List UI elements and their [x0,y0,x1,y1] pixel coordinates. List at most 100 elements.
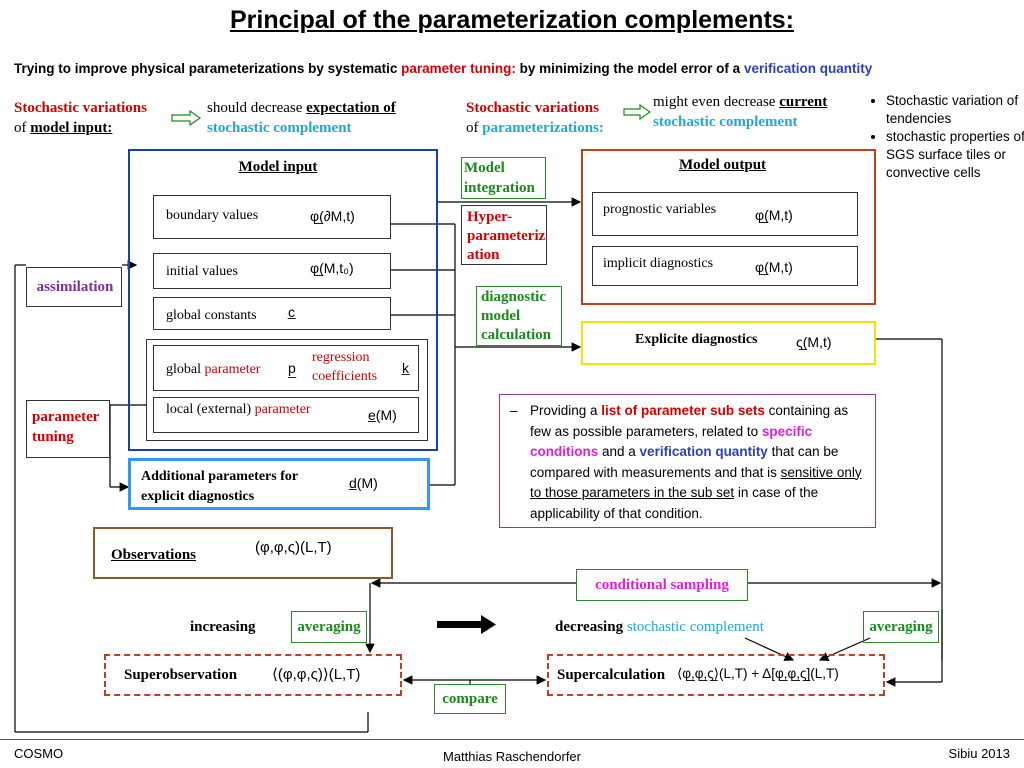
implicit-diagnostics-formula: φ̲(M,t) [755,259,793,275]
subtitle-part3: by minimizing the model error of a [515,61,744,76]
local-parameter-formula: e̲(M) [368,407,397,423]
bullet-item: Stochastic variation of tendencies [886,92,1024,128]
regression-coefficients-formula: k̲ [402,360,409,376]
footer-right: Sibiu 2013 [948,746,1010,761]
explicit-diagnostics-label: Explicite diagnostics [635,332,758,347]
footer-left: COSMO [14,746,64,761]
conditional-sampling-label: conditional sampling [595,577,729,593]
global-parameter-formula: p̲ [288,360,296,376]
left-header-left: Stochastic variations of model input: [14,98,147,138]
left-header-stochastic-complement: stochastic complement [207,120,352,136]
averaging-right-box: averaging [863,611,939,643]
mid-header-parameterizations: parameterizations: [482,120,604,136]
initial-values-label: initial values [166,264,238,279]
local-parameter-label: local (external) parameter [166,402,311,418]
decreasing-label: decreasing stochastic complement [555,619,764,636]
assimilation-label: assimilation [36,279,114,295]
supercalculation-formula: ⟨φ̲,φ̲,ς̲⟩(L,T) + Δ[φ̲,φ̲,ς̲](L,T) [677,666,839,681]
local-parameter-prefix: local (external) [166,402,255,417]
local-parameter-emph: parameter [254,402,311,417]
diagnostic-calculation-label: diagnostic model calculation [481,289,551,343]
boundary-values-box: boundary values φ̲(∂M,t) [153,195,391,239]
additional-parameters-formula: d̲(M) [349,475,378,491]
left-header-should: should decrease [207,100,307,116]
boundary-values-label: boundary values [166,208,259,223]
info-parameter-sub-sets: list of parameter sub sets [601,403,765,418]
info-text-1: Providing a [530,403,602,418]
superobservation-box: Superobservation ⟨(φ,φ,ς)⟩(L,T) [104,654,402,696]
increasing-label: increasing [190,619,256,635]
global-parameter-label: global parameter [166,362,260,378]
footer-divider [0,739,1024,740]
left-header-model-input: model input: [30,120,113,136]
decreasing-g: g [615,619,624,635]
decreasing-emph: stochastic complement [623,619,764,635]
info-specific-conditions: specific conditions [530,423,813,460]
left-header-line1: Stochastic variations [14,100,147,116]
footer-author: Matthias Raschendorfer [442,749,581,764]
prognostic-variables-box: prognostic variables φ̲(M,t) [592,192,858,236]
mid-header-right: might even decrease current stochastic c… [653,92,827,132]
implicit-diagnostics-label: implicit diagnostics [603,256,714,271]
info-text-3: containing as few as possible parameters… [530,403,849,439]
info-text-9: in case of the applicability of that con… [530,485,819,521]
implicit-diagnostics-box: implicit diagnostics φ̲(M,t) [592,246,858,286]
info-sensitive: sensitive only to those parameters in th… [530,464,862,501]
averaging-left-box: averaging [291,611,367,643]
additional-parameters-box: Additional parameters for explicit diagn… [128,458,430,510]
info-dash: – [510,403,518,418]
explicit-diagnostics-formula: ς̲(M,t) [796,334,832,350]
compare-box: compare [434,684,506,714]
observations-formula: (φ,φ,ς)(L,T) [255,539,332,556]
local-parameter-box: local (external) parameter e̲(M) [153,397,419,433]
observations-label: Observations [111,547,197,563]
subtitle-part1: Trying to improve physical parameterizat… [14,61,402,76]
subtitle-verification-quantity: verification quantity [743,61,873,76]
prognostic-variables-label: prognostic variables [603,202,717,217]
model-output-title: Model output [678,157,767,173]
model-output-box [581,149,876,305]
page-title: Principal of the parameterization comple… [229,6,794,34]
mid-header-left: Stochastic variations of parameterizatio… [466,98,604,138]
conditional-sampling-box: conditional sampling [576,569,748,601]
superobservation-label: Superobservation [124,667,238,683]
averaging-right-label: averaging [869,619,933,635]
explicit-diagnostics-box: Explicite diagnostics ς̲(M,t) [581,321,876,365]
supercalculation-label: Supercalculation [557,667,666,683]
global-parameter-emph: parameter [204,362,261,377]
mid-header-line1: Stochastic variations [466,100,599,116]
left-header-expectation: expectation of [306,100,396,116]
assimilation-box: assimilation [26,267,122,307]
info-text-7: that can be compared with measurements a… [530,444,839,480]
averaging-left-label: averaging [297,619,361,635]
supercalculation-box: Supercalculation ⟨φ̲,φ̲,ς̲⟩(L,T) + Δ[φ̲,… [547,654,885,696]
subtitle-parameter-tuning: parameter tuning: [401,61,516,76]
global-constants-label: global constants [166,308,257,323]
regression-coefficients-label: regression coefficients [312,350,378,384]
global-constants-formula: c̲ [288,304,295,320]
left-header-right: should decrease expectation of stochasti… [207,98,396,138]
left-header-of: of [14,120,31,136]
model-integration-box: Model integration [461,157,546,199]
mid-header-current: current [779,94,828,110]
hyper-parameterization-label: Hyper-parameterization [467,209,546,263]
additional-parameters-label: Additional parameters for explicit diagn… [141,469,298,504]
info-verification-quantity: verification quantity [639,444,768,459]
model-integration-label: Model integration [464,160,535,196]
prognostic-variables-formula: φ̲(M,t) [755,207,793,223]
observations-box: Observations (φ,φ,ς)(L,T) [93,527,393,579]
hyper-parameterization-box: Hyper-parameterization [461,205,547,265]
parameter-tuning-label: parameter tuning [32,409,100,445]
model-input-title: Model input [238,159,318,175]
info-box: – Providing a list of parameter sub sets… [499,394,876,528]
superobservation-formula: ⟨(φ,φ,ς)⟩(L,T) [272,666,361,683]
subtitle: Trying to improve physical parameterizat… [14,61,872,76]
parameter-tuning-box: parameter tuning [26,400,110,458]
mid-header-of: of [466,120,483,136]
model-input-box [128,149,438,451]
bullet-item: stochastic properties of SGS surface til… [886,128,1024,182]
mid-header-stochastic-complement: stochastic complement [653,114,798,130]
diagnostic-calculation-box: diagnostic model calculation [476,286,562,346]
global-constants-box: global constants c̲ [153,297,391,330]
global-parameter-prefix: global [166,362,205,377]
